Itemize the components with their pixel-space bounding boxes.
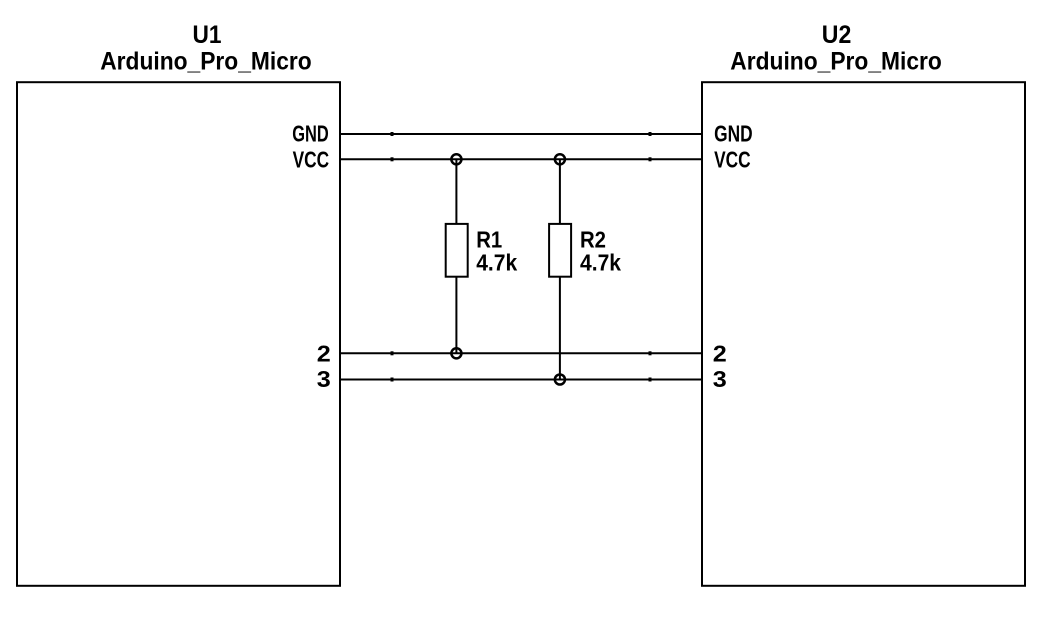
svg-text:4.7k: 4.7k: [476, 250, 517, 276]
svg-text:2: 2: [317, 340, 331, 366]
svg-text:GND: GND: [292, 120, 329, 146]
svg-text:2: 2: [713, 340, 727, 366]
svg-text:R1: R1: [476, 227, 502, 253]
svg-text:U2: U2: [822, 21, 852, 49]
svg-text:GND: GND: [714, 120, 753, 146]
svg-text:3: 3: [713, 366, 727, 392]
svg-text:VCC: VCC: [293, 146, 330, 172]
svg-text:U1: U1: [193, 21, 222, 49]
svg-text:3: 3: [317, 366, 331, 392]
svg-text:R2: R2: [580, 227, 606, 253]
svg-text:Arduino_Pro_Micro: Arduino_Pro_Micro: [100, 47, 312, 75]
svg-text:VCC: VCC: [714, 146, 751, 172]
svg-text:4.7k: 4.7k: [580, 250, 621, 276]
svg-text:Arduino_Pro_Micro: Arduino_Pro_Micro: [730, 47, 942, 75]
